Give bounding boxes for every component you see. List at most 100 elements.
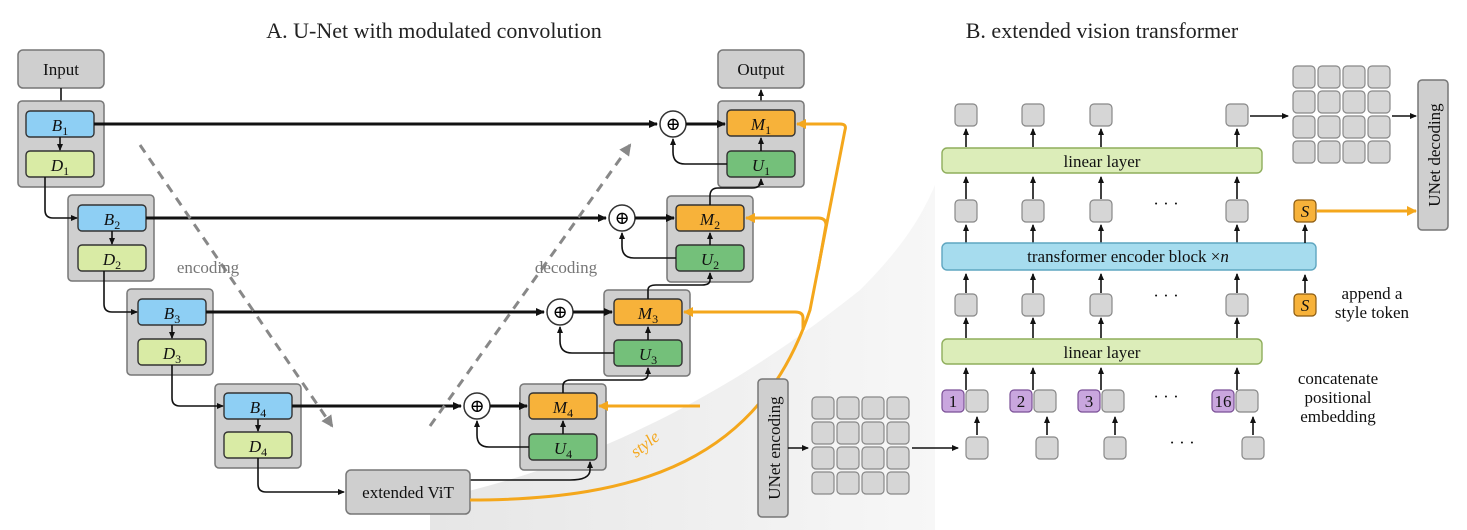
- input-grid-cell: [886, 421, 910, 445]
- svg-text:U2: U2: [701, 250, 719, 272]
- output-grid-cell: [1317, 115, 1341, 139]
- input-feature-grid: [811, 396, 910, 495]
- position-embedding-1: [941, 389, 965, 413]
- output-grid-cell: [1342, 115, 1366, 139]
- input-grid-cell: [836, 396, 860, 420]
- input-grid-cell: [886, 396, 910, 420]
- input-grid-cell: [811, 421, 835, 445]
- u4-label: U: [554, 439, 568, 458]
- position-label-1: 1: [949, 392, 958, 411]
- encoder-block-4: B4 D4: [214, 383, 302, 469]
- linear-layer-bottom: [941, 338, 1263, 365]
- svg-text:M3: M3: [637, 304, 658, 326]
- svg-text:M4: M4: [552, 398, 573, 420]
- transformer-block: [941, 242, 1317, 271]
- concat-note-3: embedding: [1300, 407, 1376, 426]
- svg-text:U1: U1: [752, 156, 770, 178]
- svg-text:⊕: ⊕: [665, 114, 680, 134]
- output-grid-cell: [1342, 90, 1366, 114]
- input-grid-cell: [886, 446, 910, 470]
- input-grid-cell: [861, 471, 885, 495]
- m4-label: M: [552, 398, 568, 417]
- token: [1021, 199, 1045, 223]
- b3-label: B: [164, 304, 175, 323]
- ellipsis-pos: · · ·: [1153, 387, 1178, 406]
- output-feature-grid: [1292, 65, 1391, 164]
- append-note-1: append a: [1342, 284, 1403, 303]
- transformer-label: transformer encoder block ×n: [1027, 247, 1229, 266]
- token: [1089, 293, 1113, 317]
- ellipsis-midhigh: · · ·: [1153, 194, 1178, 213]
- output-grid-cell: [1367, 65, 1391, 89]
- title-b: B. extended vision transformer: [966, 18, 1239, 43]
- output-box: [717, 49, 805, 89]
- svg-text:D3: D3: [162, 344, 181, 366]
- title-a: A. U-Net with modulated convolution: [266, 18, 601, 43]
- position-label-2: 2: [1017, 392, 1026, 411]
- output-grid-cell: [1367, 90, 1391, 114]
- decoding-label: decoding: [535, 258, 598, 277]
- b2-label: B: [104, 210, 115, 229]
- input-grid-cell: [861, 396, 885, 420]
- token: [1225, 293, 1249, 317]
- output-grid-cell: [1317, 65, 1341, 89]
- svg-text:M1: M1: [750, 115, 771, 137]
- unet-encoding-label: UNet encoding: [765, 396, 784, 500]
- svg-text:B2: B2: [104, 210, 120, 232]
- output-grid-cell: [1317, 90, 1341, 114]
- position-embedding-3: [1077, 389, 1101, 413]
- extended-vit-box: [345, 469, 471, 515]
- u3-label: U: [639, 345, 653, 364]
- position-token: [1033, 389, 1057, 413]
- token-row-after-transformer: [954, 199, 1249, 223]
- input-grid-cell: [811, 396, 835, 420]
- position-label-3: 3: [1085, 392, 1094, 411]
- input-grid-cell: [836, 421, 860, 445]
- d4-label: D: [248, 437, 262, 456]
- output-label: Output: [737, 60, 785, 79]
- plus-node-4: ⊕: [463, 392, 491, 420]
- position-token: [965, 389, 989, 413]
- encoder-block-1: B1 D1: [17, 100, 105, 188]
- linear-layer-top-label: linear layer: [1064, 152, 1141, 171]
- token: [1089, 199, 1113, 223]
- position-embedding-16: [1211, 389, 1235, 413]
- ellipsis-midlow: · · ·: [1153, 286, 1178, 305]
- output-grid-cell: [1367, 115, 1391, 139]
- input-grid-cell: [811, 471, 835, 495]
- u2-label: U: [701, 250, 715, 269]
- style-token-input: [1293, 293, 1317, 317]
- m3-label: M: [637, 304, 653, 323]
- encoding-label: encoding: [177, 258, 240, 277]
- style-token-output: [1293, 199, 1317, 223]
- svg-text:M2: M2: [699, 210, 720, 232]
- unet-decoding-label: UNet decoding: [1425, 103, 1444, 207]
- d2-label: D: [102, 250, 116, 269]
- linear-layer-bottom-label: linear layer: [1064, 343, 1141, 362]
- svg-text:B1: B1: [52, 116, 68, 138]
- extended-vit-label: extended ViT: [362, 483, 454, 502]
- unet-decoding-box: [1417, 79, 1449, 231]
- output-grid-cell: [1367, 140, 1391, 164]
- input-grid-cell: [836, 471, 860, 495]
- svg-text:⊕: ⊕: [614, 208, 629, 228]
- output-grid-cell: [1342, 140, 1366, 164]
- svg-text:D4: D4: [248, 437, 267, 459]
- svg-text:D1: D1: [50, 156, 69, 178]
- svg-text:⊕: ⊕: [469, 396, 484, 416]
- output-token-row: [954, 103, 1249, 127]
- token: [1225, 199, 1249, 223]
- plus-node-3: ⊕: [546, 298, 574, 326]
- ellipsis-bottom: · · ·: [1169, 433, 1194, 452]
- plus-node-1: ⊕: [659, 110, 687, 138]
- style-token-output-label: S: [1301, 202, 1310, 221]
- input-grid-cell: [886, 471, 910, 495]
- decoder-block-2: M2 U2: [666, 195, 754, 283]
- d1-label: D: [50, 156, 64, 175]
- token: [954, 199, 978, 223]
- bottom-token-row: [965, 416, 1265, 460]
- decoder-block-4: M4 U4: [519, 383, 607, 471]
- input-grid-cell: [861, 421, 885, 445]
- output-grid-cell: [1342, 65, 1366, 89]
